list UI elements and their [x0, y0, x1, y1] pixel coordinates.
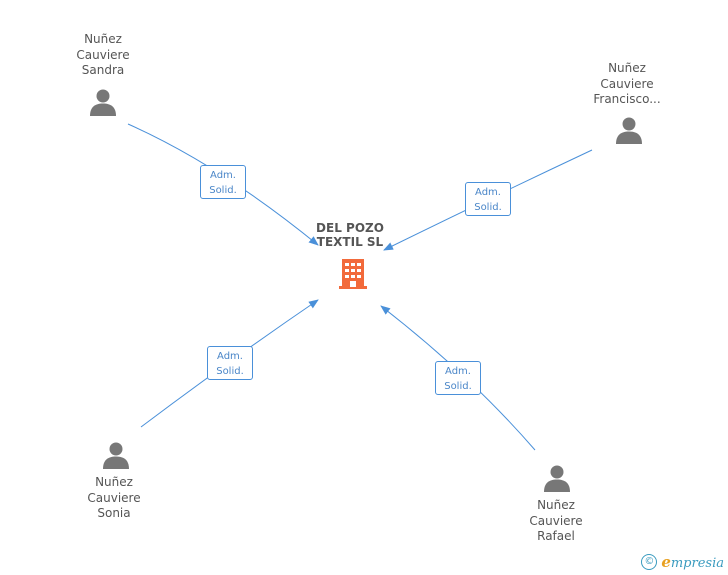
relation-label-rafael[interactable]: Adm. Solid. — [435, 361, 481, 395]
relation-role: Adm. — [445, 366, 471, 377]
relation-label-sandra[interactable]: Adm. Solid. — [200, 165, 246, 199]
brand-initial: e — [661, 553, 671, 571]
relation-role-type: Solid. — [209, 185, 237, 196]
relation-role: Adm. — [210, 170, 236, 181]
company-name-line-1: DEL POZO — [316, 221, 384, 235]
person-name-rafael[interactable]: Nuñez Cauviere Rafael — [496, 498, 616, 545]
company-name-line-2: TEXTIL SL — [316, 235, 384, 249]
person-name-line: Cauviere — [76, 47, 130, 62]
footer-brand[interactable]: © empresia — [641, 553, 724, 571]
person-name-line: Rafael — [537, 529, 575, 543]
person-icon[interactable] — [543, 464, 571, 492]
person-name-line: Nuñez — [608, 61, 646, 75]
copyright-icon: © — [641, 554, 658, 570]
building-icon[interactable] — [336, 257, 370, 291]
relation-label-sonia[interactable]: Adm. Solid. — [207, 346, 253, 380]
person-name-line: Sandra — [81, 63, 125, 77]
relation-role-type: Solid. — [474, 202, 502, 213]
person-name-line: Cauviere — [529, 513, 583, 528]
person-name-line: Nuñez — [537, 498, 575, 512]
person-name-line: Cauviere — [600, 76, 654, 91]
person-name-sonia[interactable]: Nuñez Cauviere Sonia — [54, 475, 174, 522]
person-icon[interactable] — [102, 441, 130, 469]
person-name-line: Nuñez — [95, 475, 133, 489]
person-name-line: Nuñez — [84, 32, 122, 46]
brand-name: mpresia — [670, 556, 724, 571]
person-icon[interactable] — [615, 116, 643, 144]
relation-role: Adm. — [217, 351, 243, 362]
person-name-line: Francisco... — [593, 92, 661, 106]
brand-logo: empresia — [661, 553, 724, 571]
person-icon[interactable] — [89, 88, 117, 116]
relation-role-type: Solid. — [444, 381, 472, 392]
person-name-sandra[interactable]: Nuñez Cauviere Sandra — [43, 32, 163, 79]
person-name-line: Cauviere — [87, 490, 141, 505]
relation-role-type: Solid. — [216, 366, 244, 377]
company-name[interactable]: DEL POZO TEXTIL SL — [280, 221, 420, 249]
person-name-line: Sonia — [97, 506, 131, 520]
relation-role: Adm. — [475, 187, 501, 198]
person-name-francisco[interactable]: Nuñez Cauviere Francisco... — [567, 61, 687, 108]
relation-label-francisco[interactable]: Adm. Solid. — [465, 182, 511, 216]
